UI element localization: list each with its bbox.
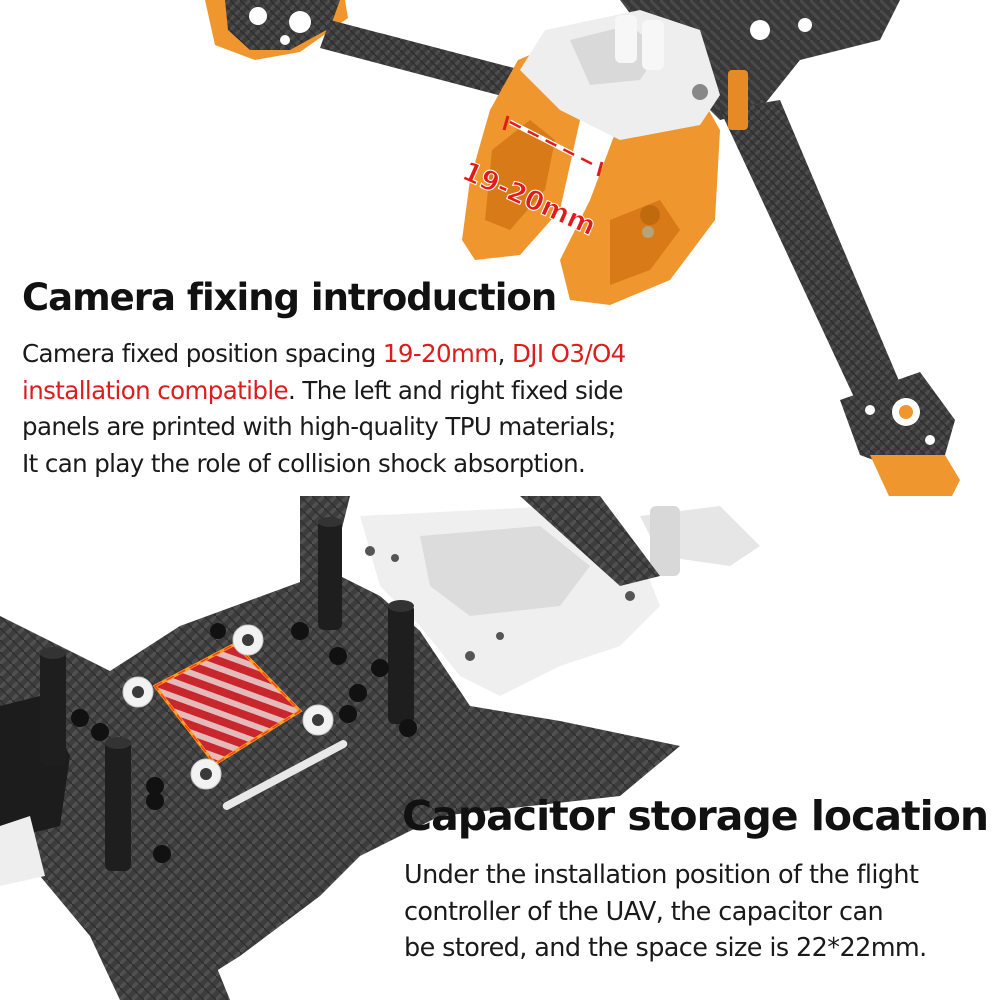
capacitor-description-line1: Under the installation position of the f… [404, 860, 919, 890]
tpu-side-panel-right [560, 95, 720, 305]
hex-nuts [71, 622, 417, 863]
capacitor-description-line3: be stored, and the space size is 22*22mm… [404, 933, 927, 963]
frame-arm-lower-right [720, 100, 960, 496]
camera-description-line3: panels are printed with high-quality TPU… [22, 412, 616, 441]
camera-description-line4: It can play the role of collision shock … [22, 448, 586, 478]
capacitor-heading: Capacitor storage location [402, 792, 989, 840]
capacitor-location-illustration [0, 496, 760, 1000]
standoff [728, 70, 748, 130]
capacitor-description: Under the installation position of the f… [404, 857, 984, 967]
camera-mount-illustration [205, 0, 960, 496]
camera-section: 19-20mm Camera fixing introduction Camer… [0, 0, 1000, 496]
camera-heading: Camera fixing introduction [22, 276, 557, 319]
white-camera-mount [520, 10, 720, 140]
capacitor-bay-highlight [152, 642, 303, 766]
capacitor-description-line2: controller of the UAV, the capacitor can [404, 896, 884, 927]
compat-highlight-1: DJI O3/O4 [511, 339, 626, 368]
frame-arm-upper-left [205, 0, 560, 110]
spacing-highlight: 19-20mm [382, 339, 498, 368]
dimension-marker [502, 115, 604, 177]
tpu-bushings [122, 624, 334, 790]
comma: , [497, 339, 512, 368]
camera-description: Camera fixed position spacing 19-20mm, D… [22, 336, 722, 482]
compat-highlight-2: installation compatible [22, 375, 289, 405]
camera-description-intro: Camera fixed position spacing [22, 339, 383, 368]
camera-description-rest: . The left and right fixed side [288, 375, 623, 405]
standoffs [40, 517, 414, 871]
capacitor-section [0, 496, 1000, 1000]
